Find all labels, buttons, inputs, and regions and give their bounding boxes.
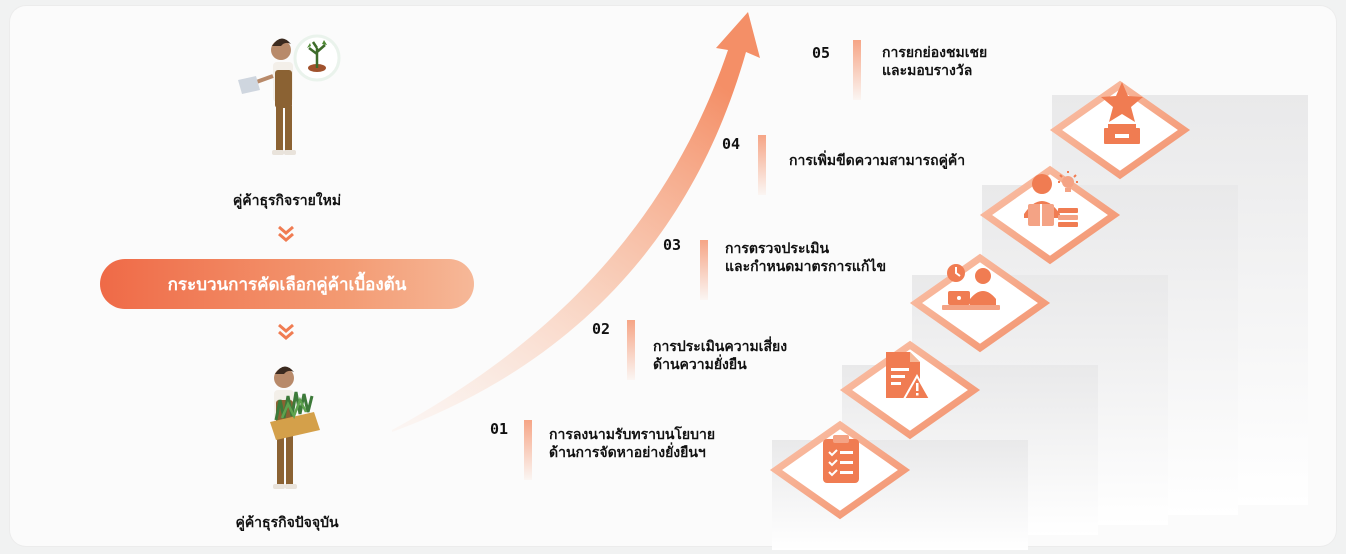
checklist-icon bbox=[823, 435, 859, 483]
step-line: ด้านความยั่งยืน bbox=[653, 357, 747, 373]
current-partner-illustration bbox=[270, 366, 320, 489]
step-number: 03 bbox=[663, 236, 682, 254]
step-divider bbox=[627, 320, 635, 380]
stair-blocks bbox=[772, 95, 1308, 550]
screening-process-pill: กระบวนการคัดเลือกคู่ค้าเบื้องต้น bbox=[100, 259, 474, 309]
step-line: การลงนามรับทราบนโยบาย bbox=[549, 427, 716, 443]
document-warning-icon bbox=[886, 352, 932, 400]
step-divider bbox=[758, 135, 766, 195]
chevron-down-icon bbox=[278, 225, 294, 242]
step-title: การลงนามรับทราบนโยบาย ด้านการจัดหาอย่างย… bbox=[549, 426, 715, 462]
step-divider bbox=[524, 420, 532, 480]
step-divider bbox=[853, 40, 861, 100]
step-title: การเพิ่มขีดความสามารถคู่ค้า bbox=[789, 152, 965, 170]
step-title: การยกย่องชมเชย และมอบรางวัล bbox=[882, 44, 987, 80]
step-line: การยกย่องชมเชย bbox=[882, 45, 988, 61]
step-line: การเพิ่มขีดความสามารถคู่ค้า bbox=[789, 153, 966, 169]
step-number: 02 bbox=[592, 320, 611, 338]
new-partner-illustration bbox=[238, 34, 341, 155]
step-title: การตรวจประเมิน และกำหนดมาตรการแก้ไข bbox=[725, 240, 886, 276]
step-line: และกำหนดมาตรการแก้ไข bbox=[725, 259, 887, 275]
award-star-icon bbox=[1101, 82, 1143, 144]
new-partner-label: คู่ค้าธุรกิจรายใหม่ bbox=[232, 193, 342, 209]
step-line: ด้านการจัดหาอย่างยั่งยืนฯ bbox=[549, 445, 706, 461]
step-line: การประเมินความเสี่ยง bbox=[653, 339, 788, 355]
meeting-clock-icon bbox=[942, 264, 1000, 310]
learning-idea-icon bbox=[1024, 171, 1078, 227]
chevron-down-icon bbox=[278, 323, 294, 340]
step-title: การประเมินความเสี่ยง ด้านความยั่งยืน bbox=[653, 338, 787, 374]
step-number: 04 bbox=[722, 135, 741, 153]
step-number: 01 bbox=[490, 420, 509, 438]
step-line: และมอบรางวัล bbox=[882, 63, 973, 79]
step-number: 05 bbox=[812, 44, 831, 62]
current-partner-label: คู่ค้าธุรกิจปัจจุบัน bbox=[235, 515, 339, 531]
step-divider bbox=[700, 240, 708, 300]
step-line: การตรวจประเมิน bbox=[725, 241, 830, 257]
